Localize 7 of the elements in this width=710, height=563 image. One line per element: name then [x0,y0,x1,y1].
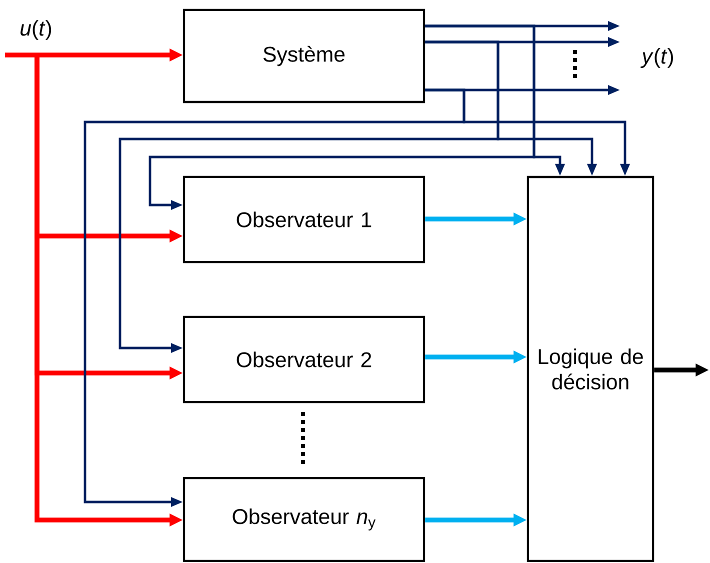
output-label: y(t) [640,48,673,68]
decision-box: Logique de décision [526,176,654,562]
observer-box: Observateur 1 [182,176,426,264]
observer-box: Observateur n$_{y}$ [182,476,426,562]
system-box: Système [182,8,426,104]
observer-box: Observateur 2 [182,316,426,404]
input-label: u(t) [20,20,52,40]
